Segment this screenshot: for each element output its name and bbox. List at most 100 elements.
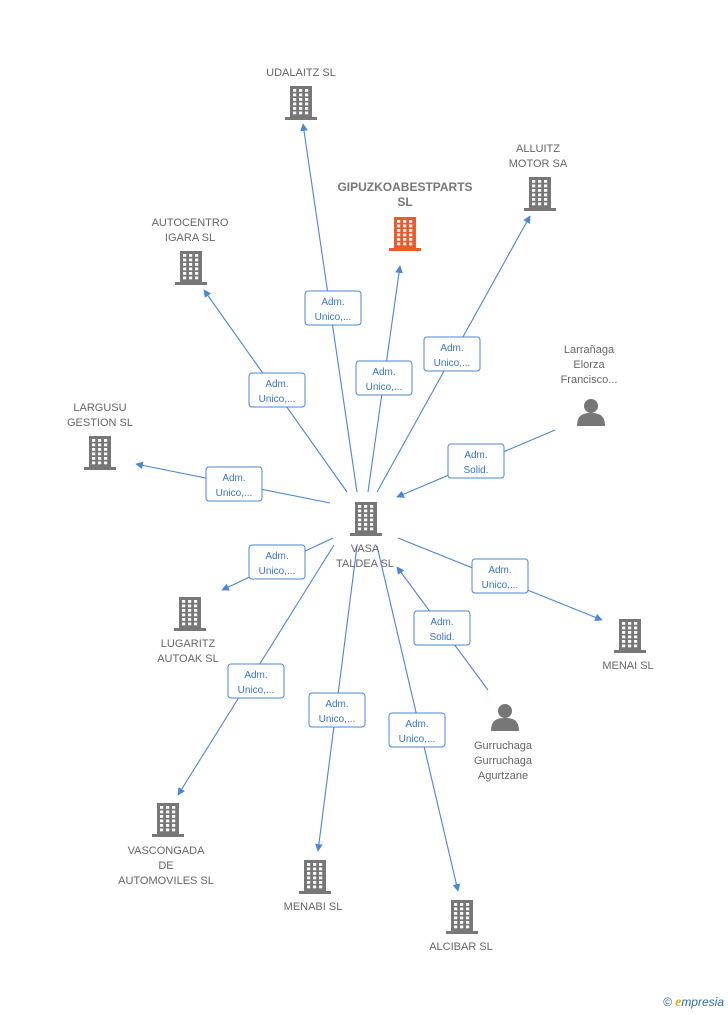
building-icon xyxy=(152,803,184,837)
edge-label-box[interactable]: Adm.Unico,... xyxy=(471,558,529,594)
edge-label-text: Unico,... xyxy=(399,734,436,745)
edge-gurruchaga-vasa: Adm. Solid. xyxy=(396,566,489,691)
edge-label-text: Adm. xyxy=(430,617,453,628)
person-icon xyxy=(577,399,605,426)
node-menabi[interactable]: MENABI SL xyxy=(284,860,343,913)
node-label: MOTOR SA xyxy=(509,158,568,170)
building-icon xyxy=(174,597,206,631)
node-label: AUTOMOVILES SL xyxy=(118,875,214,887)
node-menai[interactable]: MENAI SL xyxy=(602,619,654,672)
edge-label-frame xyxy=(205,466,263,502)
node-alluitz[interactable]: ALLUITZ MOTOR SA xyxy=(509,143,568,211)
node-label: Larrañaga xyxy=(564,344,615,356)
edge-label-text: Solid. xyxy=(429,632,454,643)
person-icon xyxy=(491,704,519,731)
node-label: IGARA SL xyxy=(165,232,215,244)
edge-label-box[interactable]: Adm.Unico,... xyxy=(205,466,263,502)
edge-label-text: Unico,... xyxy=(315,312,352,323)
node-vasa[interactable]: VASA TALDEA SL xyxy=(336,502,394,570)
node-label: GESTION SL xyxy=(67,417,133,429)
edge-label-text: Unico,... xyxy=(434,358,471,369)
node-label: LARGUSU xyxy=(73,402,126,414)
edge-label-box[interactable]: Adm. Unico,... xyxy=(423,336,481,372)
building-icon xyxy=(285,86,317,120)
edge-label-text: Adm. xyxy=(244,670,267,681)
edge-vasa-menai: Adm.Unico,... xyxy=(397,537,603,621)
edge-label-box[interactable]: Adm. Unico,... xyxy=(304,290,362,326)
edge-label-box[interactable]: Adm.Unico,... xyxy=(355,360,413,396)
node-udalaitz[interactable]: UDALAITZ SL xyxy=(266,67,336,120)
node-vascongada[interactable]: VASCONGADA DE AUTOMOVILES SL xyxy=(118,803,214,887)
edge-label-text: Adm. xyxy=(405,719,428,730)
node-label: GIPUZKOABESTPARTS xyxy=(337,180,472,194)
edge-vasa-alluitz: Adm. Unico,... xyxy=(376,215,531,493)
edge-label-frame xyxy=(355,360,413,396)
edge-label-text: Unico,... xyxy=(259,394,296,405)
edge-label-box[interactable]: Adm. Unico,... xyxy=(248,372,306,408)
node-label: ALLUITZ xyxy=(516,143,560,155)
edge-vasa-alcibar: Adm. Unico,... xyxy=(376,545,461,892)
edge-label-text: Adm. xyxy=(265,379,288,390)
edge-label-text: Unico,... xyxy=(366,382,403,393)
node-label: MENABI SL xyxy=(284,901,343,913)
edge-label-box[interactable]: Adm. Solid. xyxy=(447,443,505,479)
edge-label-frame xyxy=(388,712,446,748)
node-label: Agurtzane xyxy=(478,770,528,782)
edge-label-text: Adm. xyxy=(222,473,245,484)
edge-label-box[interactable]: Adm.Unico,... xyxy=(248,544,306,580)
edge-label-frame xyxy=(471,558,529,594)
edge-label-frame xyxy=(447,443,505,479)
building-icon xyxy=(350,502,382,536)
edge-label-frame xyxy=(248,544,306,580)
edge-vasa-lugaritz: Adm.Unico,... xyxy=(221,537,334,591)
node-label: LUGARITZ xyxy=(161,638,216,650)
node-lugaritz[interactable]: LUGARITZ AUTOAK SL xyxy=(157,597,219,665)
building-icon xyxy=(446,900,478,934)
edge-label-text: Adm. xyxy=(464,450,487,461)
building-icon xyxy=(614,619,646,653)
edge-vasa-vascongada: Adm. Unico,... xyxy=(177,544,335,796)
node-label: AUTOAK SL xyxy=(157,653,219,665)
edge-label-box[interactable]: Adm. Unico,... xyxy=(227,663,285,699)
edge-label-text: Adm. xyxy=(265,551,288,562)
building-icon xyxy=(389,217,421,251)
edge-label-box[interactable]: Adm. Solid. xyxy=(413,610,471,646)
brand-name: mpresia xyxy=(681,995,724,1009)
edge-label-text: Adm. xyxy=(488,565,511,576)
node-label: VASCONGADA xyxy=(128,845,205,857)
building-icon xyxy=(299,860,331,894)
edge-label-text: Solid. xyxy=(463,465,488,476)
node-label: TALDEA SL xyxy=(336,558,394,570)
footer-brand[interactable]: ©empresia xyxy=(663,995,724,1011)
edge-vasa-udalaitz: Adm. Unico,... xyxy=(300,123,362,493)
node-larranaga[interactable]: LarrañagaElorzaFrancisco... xyxy=(561,344,618,426)
node-largusu[interactable]: LARGUSU GESTION SL xyxy=(67,402,133,470)
edge-label-frame xyxy=(423,336,481,372)
copyright-symbol: © xyxy=(663,995,673,1009)
edge-label-box[interactable]: Adm.Unico,... xyxy=(308,692,366,728)
node-label: MENAI SL xyxy=(602,660,653,672)
node-label: DE xyxy=(158,860,173,872)
node-label: ALCIBAR SL xyxy=(429,941,493,953)
node-autocentro[interactable]: AUTOCENTRO IGARA SL xyxy=(152,217,229,285)
edge-label-text: Unico,... xyxy=(238,685,275,696)
node-label: AUTOCENTRO xyxy=(152,217,229,229)
edge-label-frame xyxy=(308,692,366,728)
node-label: UDALAITZ SL xyxy=(266,67,336,79)
edge-vasa-autocentro: Adm. Unico,... xyxy=(203,289,348,493)
node-label: Elorza xyxy=(573,359,605,371)
edge-vasa-menabi: Adm.Unico,... xyxy=(308,545,366,852)
node-label: SL xyxy=(397,195,412,209)
edge-label-text: Unico,... xyxy=(319,714,356,725)
node-alcibar[interactable]: ALCIBAR SL xyxy=(429,900,493,953)
edge-label-box[interactable]: Adm. Unico,... xyxy=(388,712,446,748)
edge-label-frame xyxy=(248,372,306,408)
edge-label-text: Adm. xyxy=(440,343,463,354)
node-label: VASA xyxy=(351,543,380,555)
edge-label-frame xyxy=(304,290,362,326)
edge-label-text: Adm. xyxy=(321,297,344,308)
